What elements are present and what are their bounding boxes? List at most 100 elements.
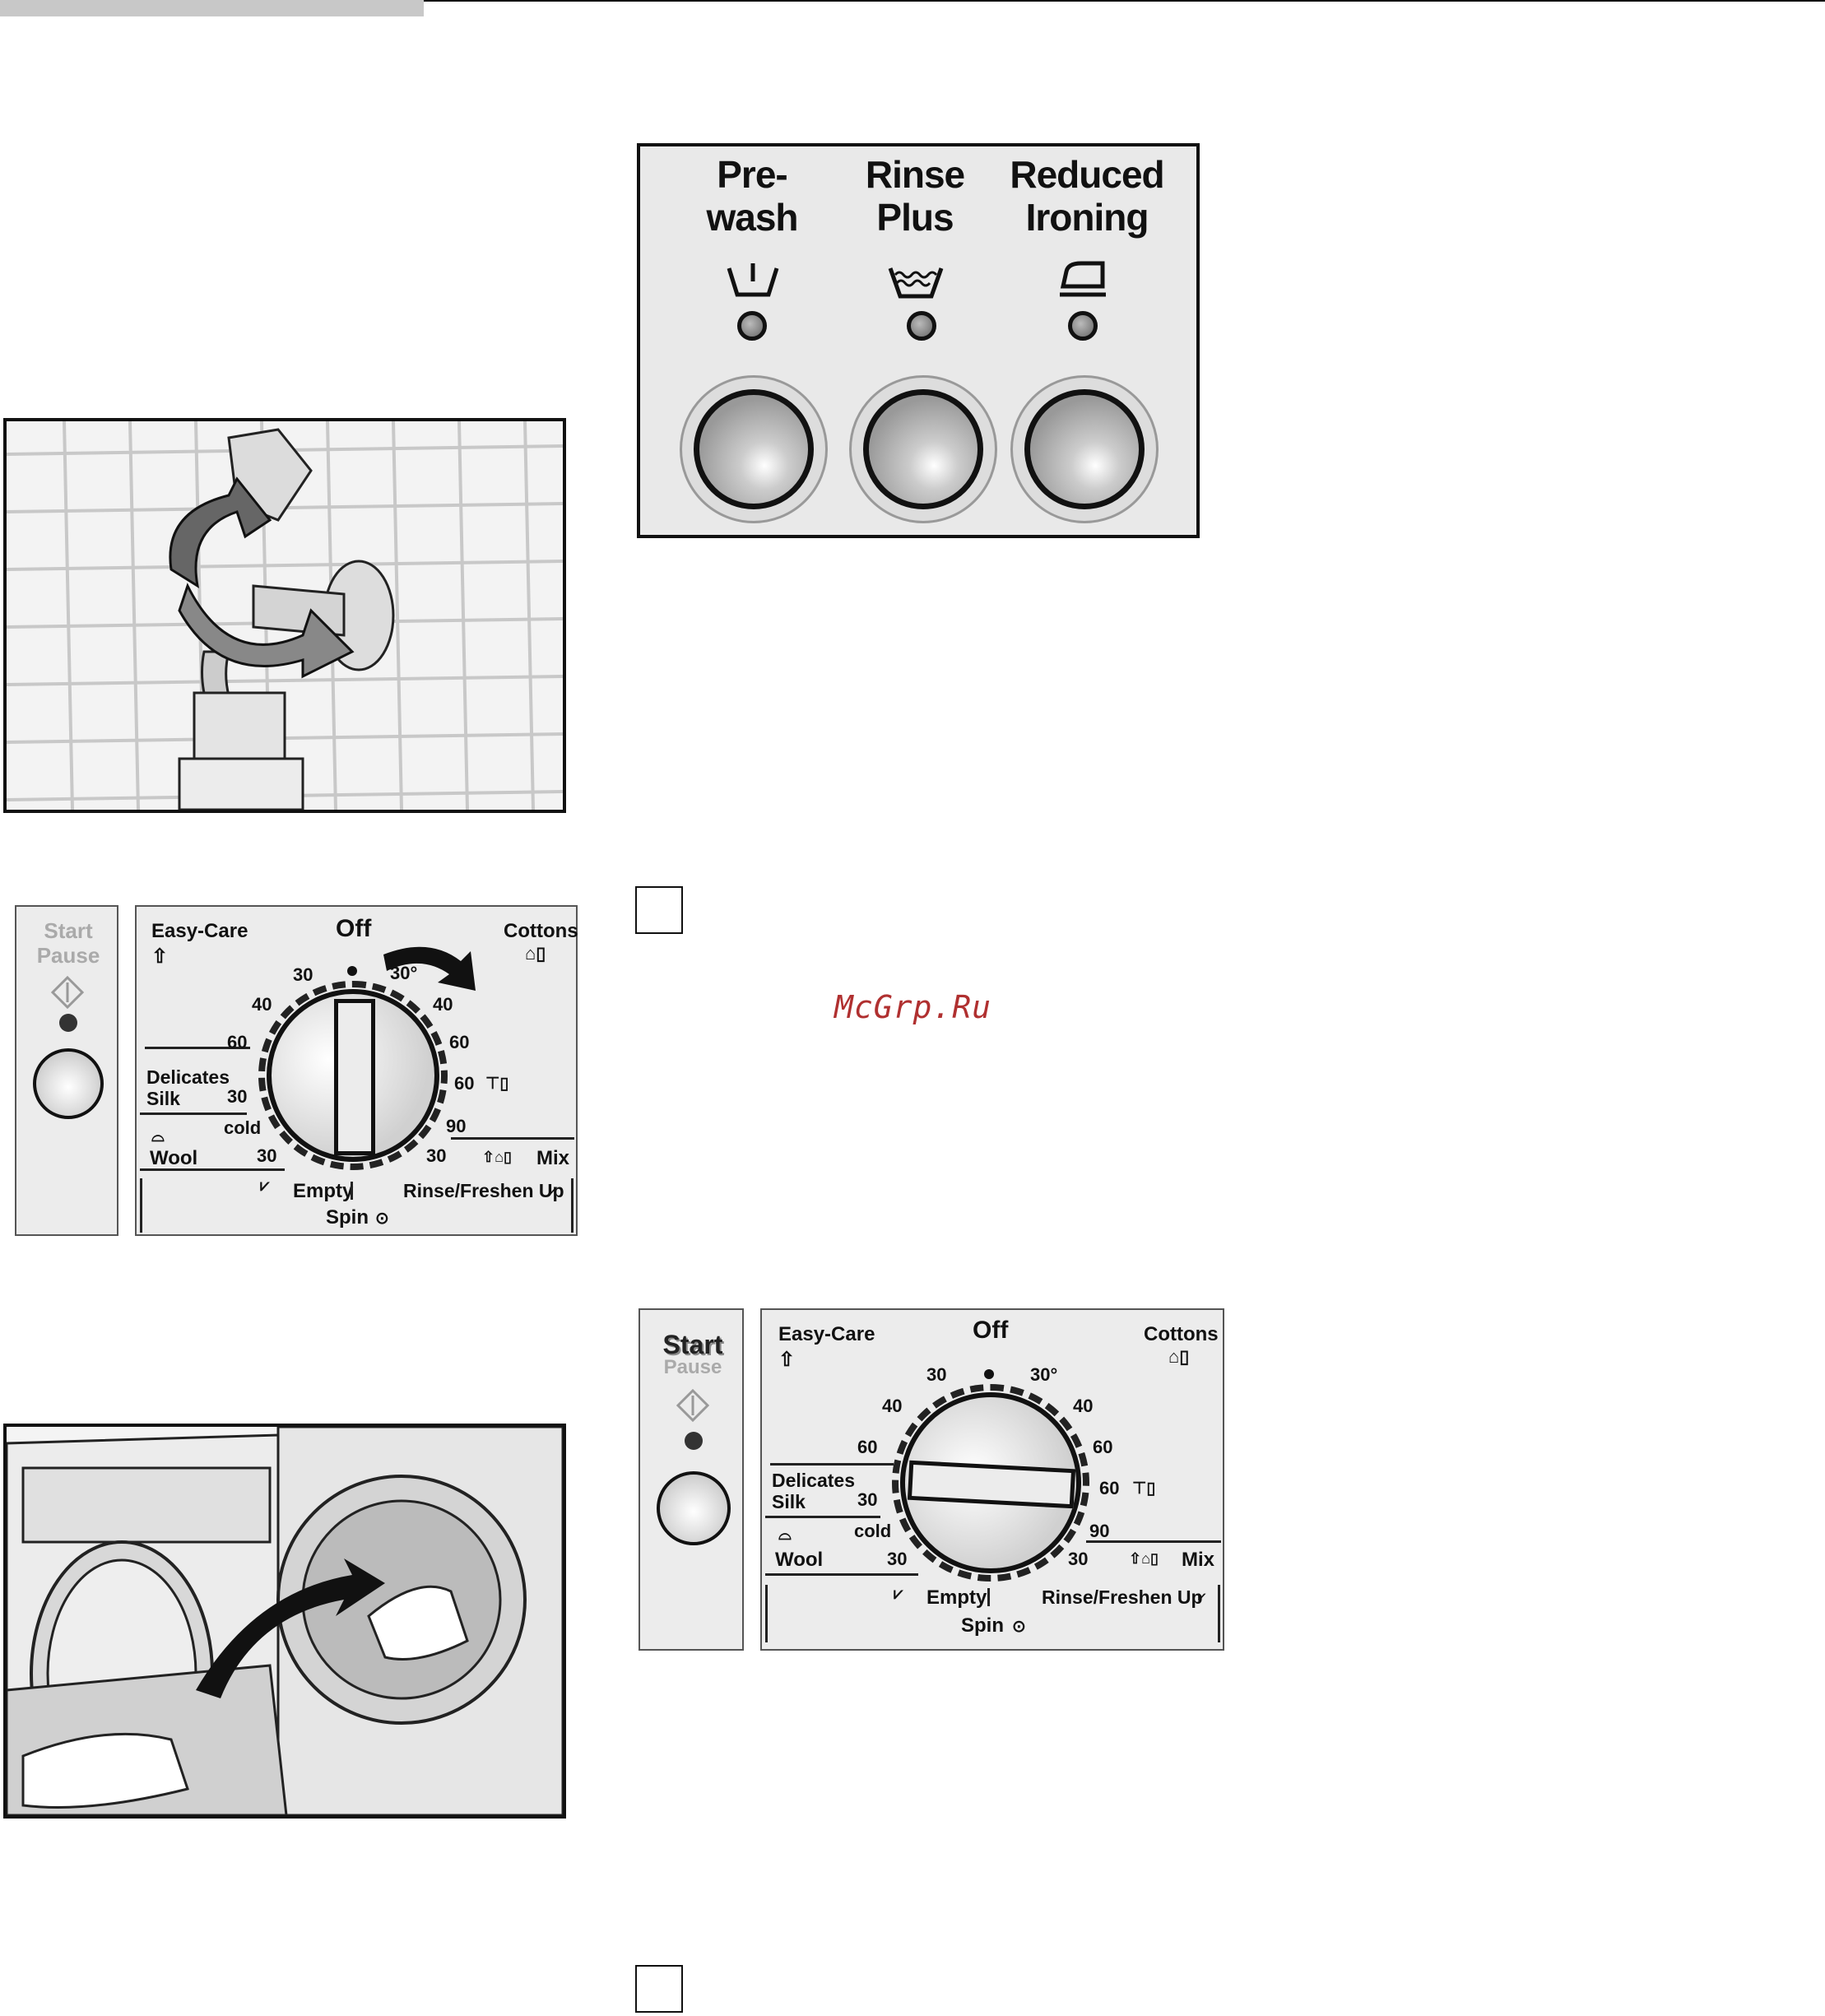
easy-care-icon: ⇧	[151, 945, 169, 968]
cottons-icon-2: ⌂▯	[1168, 1346, 1190, 1367]
rinse-freshen-label-2: Rinse/Freshen Up	[1042, 1586, 1203, 1608]
temp-90-cottons: 90	[446, 1116, 467, 1136]
empty-label: Empty	[293, 1180, 354, 1202]
start-diamond-icon	[51, 976, 84, 1009]
start-pause-button[interactable]	[33, 1048, 104, 1119]
delicates-label: Delicates	[146, 1066, 230, 1088]
rinse-plus-indicator-led	[907, 311, 936, 341]
program-selector-dial-2[interactable]	[900, 1392, 1081, 1573]
temp-60-ecolabel: 60	[454, 1073, 475, 1094]
watermark: McGrp.Ru	[834, 989, 992, 1025]
empty-label-2: Empty	[926, 1586, 987, 1609]
prewash-button[interactable]	[680, 375, 828, 523]
note-checkbox	[635, 886, 683, 934]
spin-icon: ⊙	[375, 1210, 389, 1228]
start-label: Start	[44, 918, 93, 943]
temp-30-mix-2: 30	[1068, 1549, 1089, 1569]
loading-laundry-illustration	[3, 1424, 566, 1819]
prewash-indicator-led	[737, 311, 767, 341]
temp-40-easycare: 40	[252, 994, 272, 1015]
shirt-eco-icon-2: ⊤▯	[1132, 1479, 1156, 1498]
temp-40-easycare-2: 40	[882, 1396, 903, 1416]
rinse-plus-button[interactable]	[849, 375, 997, 523]
spin-label-2: Spin	[961, 1614, 1004, 1637]
temp-30-cottons-2: 30°	[1030, 1364, 1058, 1385]
temp-60-cottons: 60	[449, 1032, 470, 1052]
wool-label: Wool	[150, 1147, 198, 1169]
empty-icon-2: ⩗	[894, 1585, 903, 1603]
mix-icon-2: ⇧⌂▯	[1129, 1550, 1159, 1567]
rinse-icon-2: ⩗	[1198, 1590, 1206, 1604]
mix-label-2: Mix	[1182, 1549, 1215, 1571]
wool-label-2: Wool	[775, 1549, 824, 1571]
spin-label: Spin	[326, 1206, 369, 1229]
temp-60-ecolabel-2: 60	[1099, 1478, 1120, 1498]
cottons-label: Cottons	[504, 920, 578, 942]
mix-icon: ⇧⌂▯	[482, 1149, 512, 1165]
mix-label: Mix	[536, 1147, 570, 1169]
prewash-tub-icon	[727, 263, 779, 297]
rinse-icon: ⩗	[550, 1183, 558, 1197]
iron-icon	[1060, 261, 1106, 297]
temp-30-wool-2: 30	[887, 1549, 908, 1569]
off-marker	[347, 966, 357, 976]
start-pause-button-2[interactable]	[657, 1471, 731, 1545]
delicates-label-2: Delicates	[772, 1470, 856, 1491]
reduced-ironing-button[interactable]	[1010, 375, 1159, 523]
dial-knob-grip	[334, 999, 375, 1155]
program-dial-panel-2: Easy-Care ⇧ Off Cottons ⌂▯ Delicates Sil…	[760, 1308, 1224, 1651]
spin-icon-2: ⊙	[1012, 1618, 1026, 1636]
temp-30-easycare-2: 30	[926, 1364, 947, 1385]
temp-30-wool: 30	[257, 1145, 277, 1166]
start-led	[59, 1014, 77, 1032]
temp-40-cottons: 40	[433, 994, 453, 1015]
start-pause-panel-2: Start Pause	[639, 1308, 744, 1651]
silk-label: Silk	[146, 1088, 180, 1109]
temp-90-cottons-2: 90	[1089, 1521, 1110, 1541]
off-label: Off	[336, 915, 372, 942]
temp-60-easycare: 60	[227, 1032, 248, 1052]
program-dial-panel: Easy-Care ⇧ Off Cottons ⌂▯ Delicates Sil…	[135, 905, 578, 1236]
wool-basin-icon-2: ⌓	[778, 1526, 792, 1544]
header-rule	[424, 0, 1825, 2]
cottons-label-2: Cottons	[1144, 1323, 1219, 1345]
temp-30-mix: 30	[426, 1145, 447, 1166]
temp-cold-wool-2: cold	[854, 1521, 892, 1541]
cottons-icon: ⌂▯	[525, 943, 546, 964]
start-led-2	[685, 1432, 703, 1450]
silk-label-2: Silk	[772, 1491, 806, 1512]
temp-40-cottons-2: 40	[1073, 1396, 1094, 1416]
header-bar	[0, 0, 424, 16]
easy-care-label: Easy-Care	[151, 920, 248, 942]
shirt-eco-icon: ⊤▯	[485, 1075, 509, 1093]
temp-60-cottons-2: 60	[1093, 1437, 1113, 1457]
wool-basin-icon: ⌓	[151, 1127, 165, 1145]
temp-30-delicates: 30	[227, 1086, 248, 1107]
reduced-ironing-indicator-led	[1068, 311, 1098, 341]
pause-label: Pause	[36, 943, 100, 968]
start-diamond-icon-2	[676, 1389, 709, 1422]
easy-care-icon-2: ⇧	[778, 1349, 796, 1371]
dial-knob-grip-2	[907, 1460, 1076, 1509]
off-marker-2	[984, 1369, 994, 1379]
empty-icon: ⩗	[260, 1177, 270, 1195]
pause-label-2: Pause	[663, 1356, 722, 1378]
prewash-label: Pre-wash	[706, 153, 798, 239]
rinse-freshen-label: Rinse/Freshen Up	[403, 1180, 564, 1201]
start-label-2: Start	[662, 1330, 723, 1359]
dial-scale	[258, 981, 448, 1170]
program-selector-dial[interactable]	[267, 989, 439, 1162]
temp-60-easycare-2: 60	[857, 1437, 878, 1457]
temp-cold-wool: cold	[224, 1117, 262, 1138]
temp-30-easycare: 30	[293, 964, 313, 985]
turn-right-arrow-icon	[383, 946, 476, 991]
note-checkbox-2	[635, 1965, 683, 2013]
easy-care-label-2: Easy-Care	[778, 1323, 875, 1345]
off-label-2: Off	[973, 1317, 1009, 1344]
dial-scale-2	[892, 1384, 1089, 1582]
temp-30-delicates-2: 30	[857, 1489, 878, 1510]
start-pause-panel: Start Pause	[15, 905, 118, 1236]
